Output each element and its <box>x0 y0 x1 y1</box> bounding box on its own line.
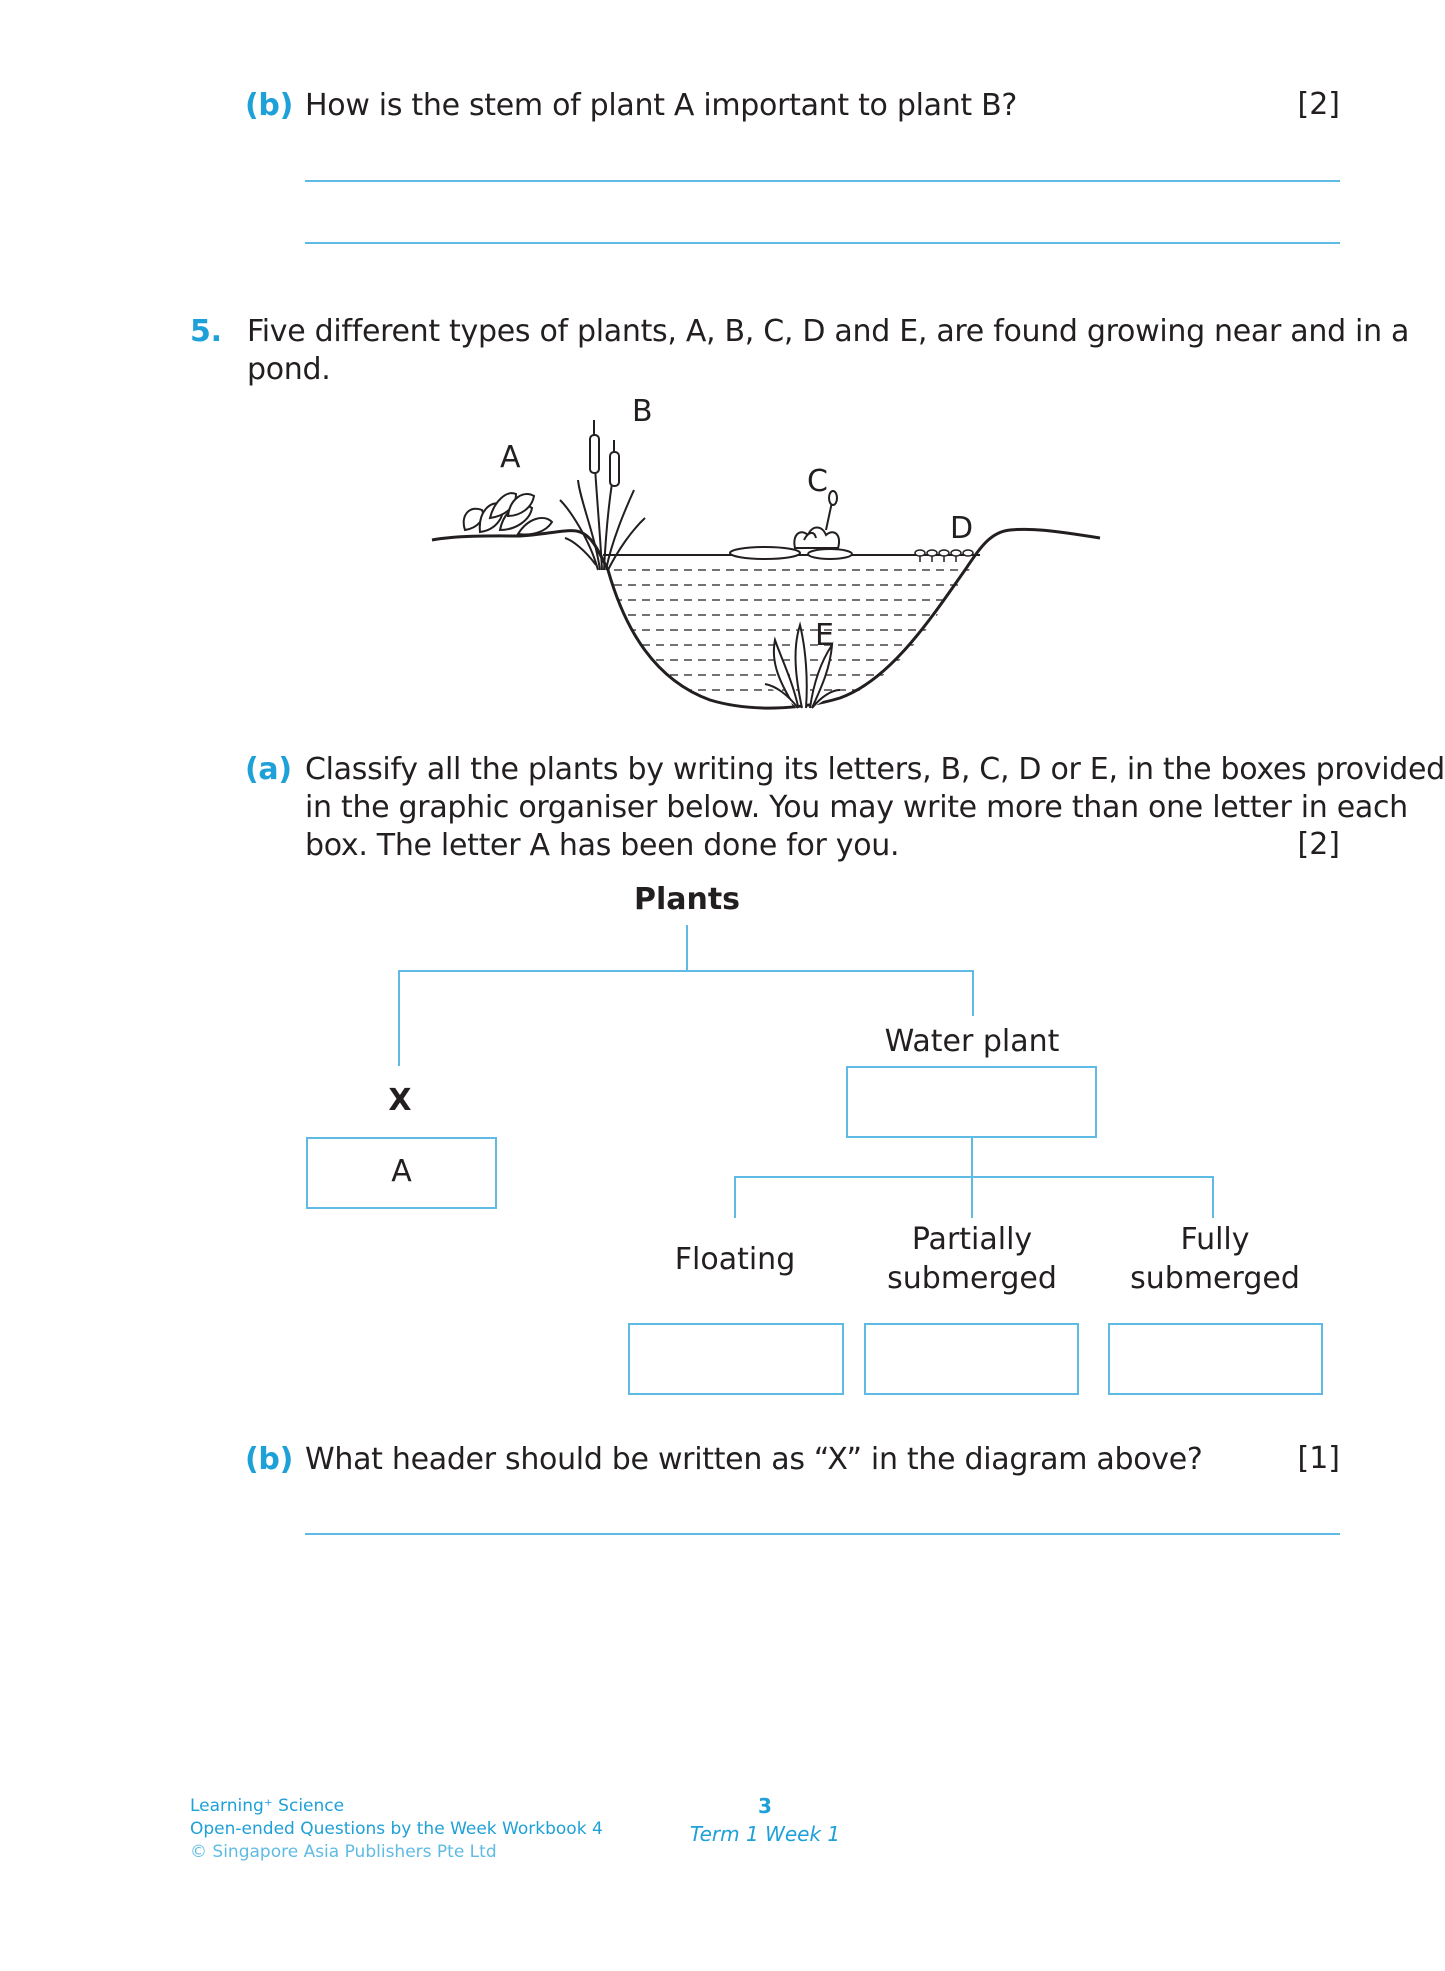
connector <box>971 1176 973 1218</box>
connector <box>734 1176 1214 1178</box>
footer-term-week: Term 1 Week 1 <box>689 1822 841 1846</box>
organiser-box-fully-submerged[interactable] <box>1108 1323 1323 1395</box>
plant-label-b: B <box>632 394 653 429</box>
question-label: (b) <box>245 1442 293 1477</box>
plant-a-illustration <box>462 492 554 536</box>
marks: [2] <box>1297 87 1341 122</box>
water-dashes <box>603 569 980 691</box>
footer-page-number: 3 <box>758 1794 772 1818</box>
plant-b-illustration <box>559 420 646 571</box>
pond-diagram <box>431 420 1101 710</box>
plant-label-c: C <box>807 464 828 499</box>
question-number: 5. <box>190 314 222 349</box>
question-text: pond. <box>247 352 331 387</box>
organiser-box-partially-submerged[interactable] <box>864 1323 1079 1395</box>
organiser-x-header: X <box>388 1083 412 1118</box>
connector <box>686 925 688 972</box>
connector <box>398 970 400 1066</box>
connector <box>971 1138 973 1178</box>
connector <box>1212 1176 1214 1218</box>
question-text: Classify all the plants by writing its l… <box>305 752 1445 787</box>
plant-label-d: D <box>950 511 973 546</box>
answer-line[interactable] <box>305 180 1340 182</box>
question-label: (a) <box>245 752 292 787</box>
question-text: Five different types of plants, A, B, C,… <box>247 314 1410 349</box>
organiser-fully-header-line1: Fully <box>1180 1222 1250 1257</box>
question-text: How is the stem of plant A important to … <box>305 88 1018 123</box>
organiser-box-water-plant[interactable] <box>846 1066 1097 1138</box>
organiser-box-floating[interactable] <box>628 1323 844 1395</box>
answer-line[interactable] <box>305 242 1340 244</box>
footer-publisher-info: Learning⁺ Science Open-ended Questions b… <box>190 1795 603 1864</box>
organiser-root-label: Plants <box>633 882 741 917</box>
plant-e-illustration <box>764 621 841 709</box>
pond-outline <box>431 527 1101 710</box>
footer-series: Learning⁺ Science <box>190 1796 345 1816</box>
footer-book-title: Open-ended Questions by the Week Workboo… <box>190 1819 603 1839</box>
question-text: in the graphic organiser below. You may … <box>305 790 1408 825</box>
organiser-partially-header-line1: Partially <box>911 1222 1033 1257</box>
question-label: (b) <box>245 88 293 123</box>
plant-label-e: E <box>815 618 834 653</box>
organiser-box-x-value: A <box>391 1154 412 1189</box>
organiser-partially-header-line2: submerged <box>887 1261 1057 1296</box>
organiser-box-x[interactable]: A <box>306 1137 497 1209</box>
question-text: What header should be written as “X” in … <box>305 1442 1203 1477</box>
plant-c-illustration <box>729 490 853 560</box>
connector <box>972 970 974 1016</box>
answer-line[interactable] <box>305 1533 1340 1535</box>
plant-d-illustration <box>914 549 974 562</box>
organiser-water-plant-header: Water plant <box>884 1024 1060 1059</box>
organiser-fully-header-line2: submerged <box>1130 1261 1300 1296</box>
footer-copyright: © Singapore Asia Publishers Pte Ltd <box>190 1842 497 1862</box>
plant-label-a: A <box>500 440 521 475</box>
question-text: box. The letter A has been done for you. <box>305 828 900 863</box>
organiser-floating-header: Floating <box>674 1242 796 1277</box>
marks: [1] <box>1297 1441 1341 1476</box>
marks: [2] <box>1297 827 1341 862</box>
connector <box>398 970 974 972</box>
connector <box>734 1176 736 1218</box>
